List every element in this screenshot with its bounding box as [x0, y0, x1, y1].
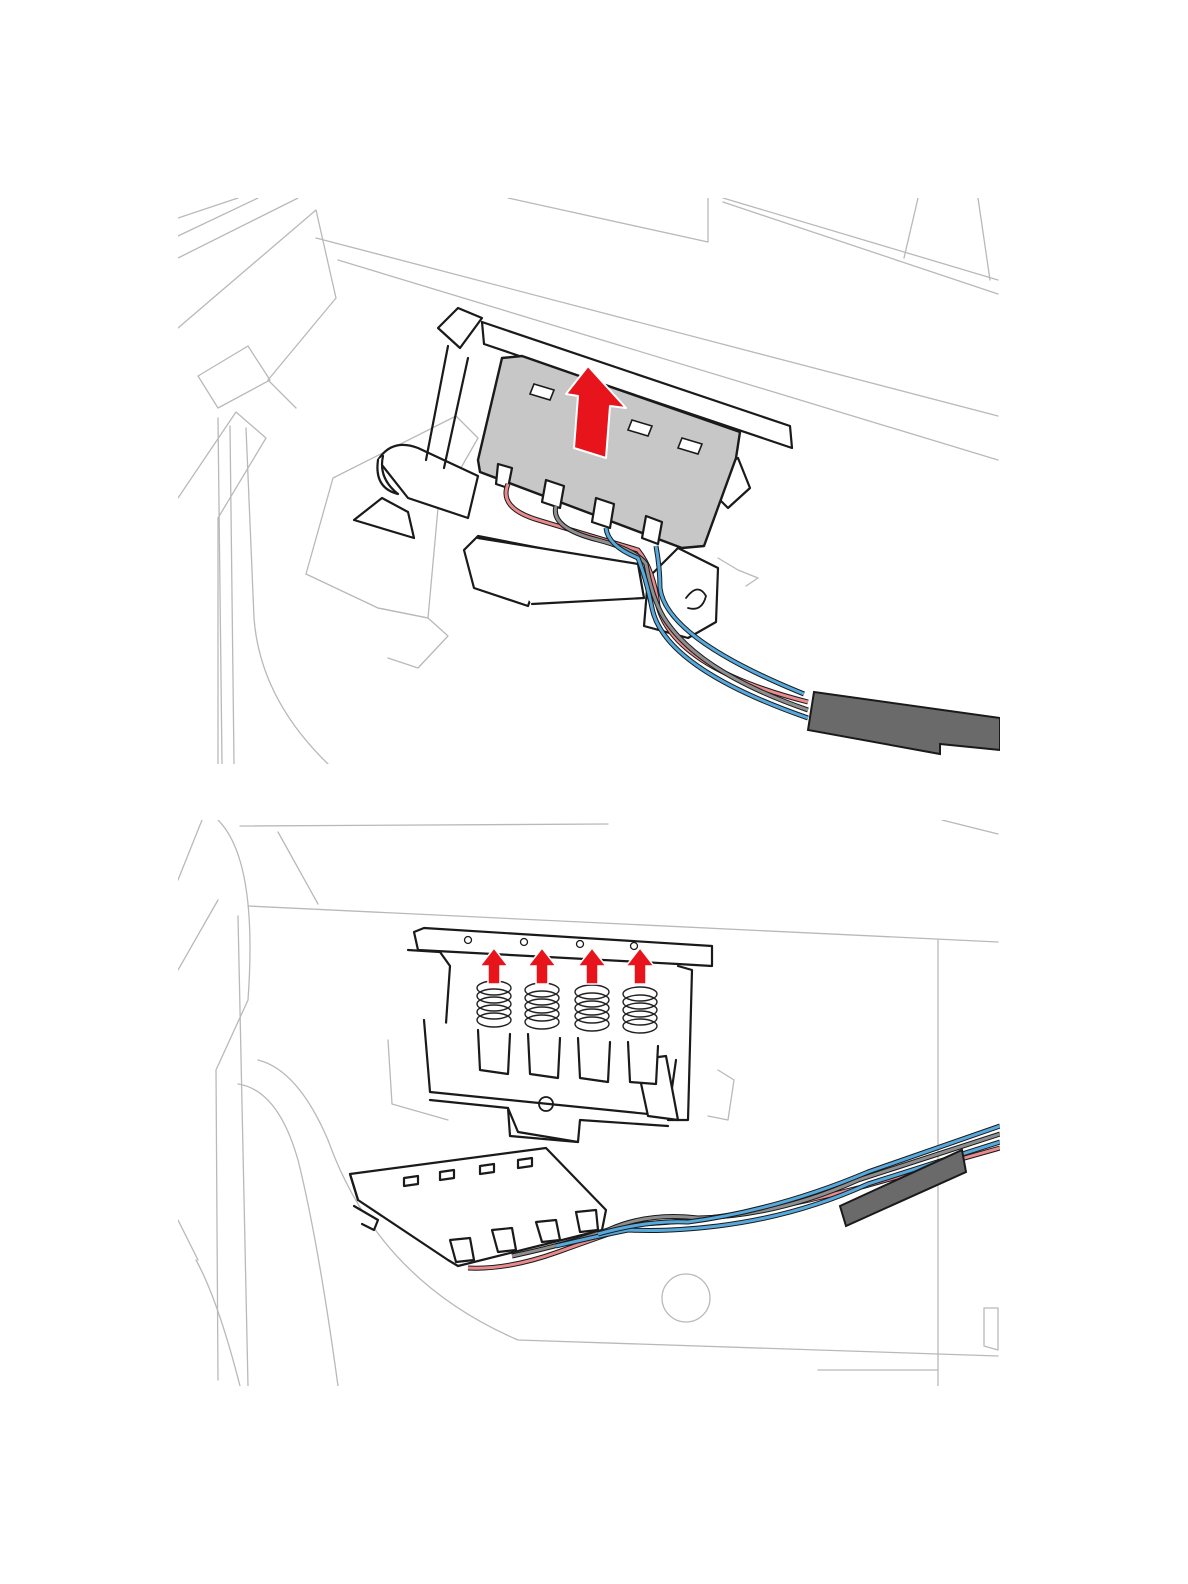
spring-4	[623, 987, 657, 1033]
spring-1	[477, 981, 511, 1027]
spring-3	[575, 985, 609, 1031]
step-2-drawing	[178, 820, 1000, 1386]
wire-harness	[506, 484, 1000, 754]
step-2-illustration	[178, 820, 1000, 1386]
step-1-illustration	[178, 198, 1000, 764]
cable-sheath	[808, 692, 1000, 754]
step-1-drawing	[178, 198, 1000, 764]
spring-2	[525, 983, 559, 1029]
spring-holder	[408, 928, 712, 1142]
